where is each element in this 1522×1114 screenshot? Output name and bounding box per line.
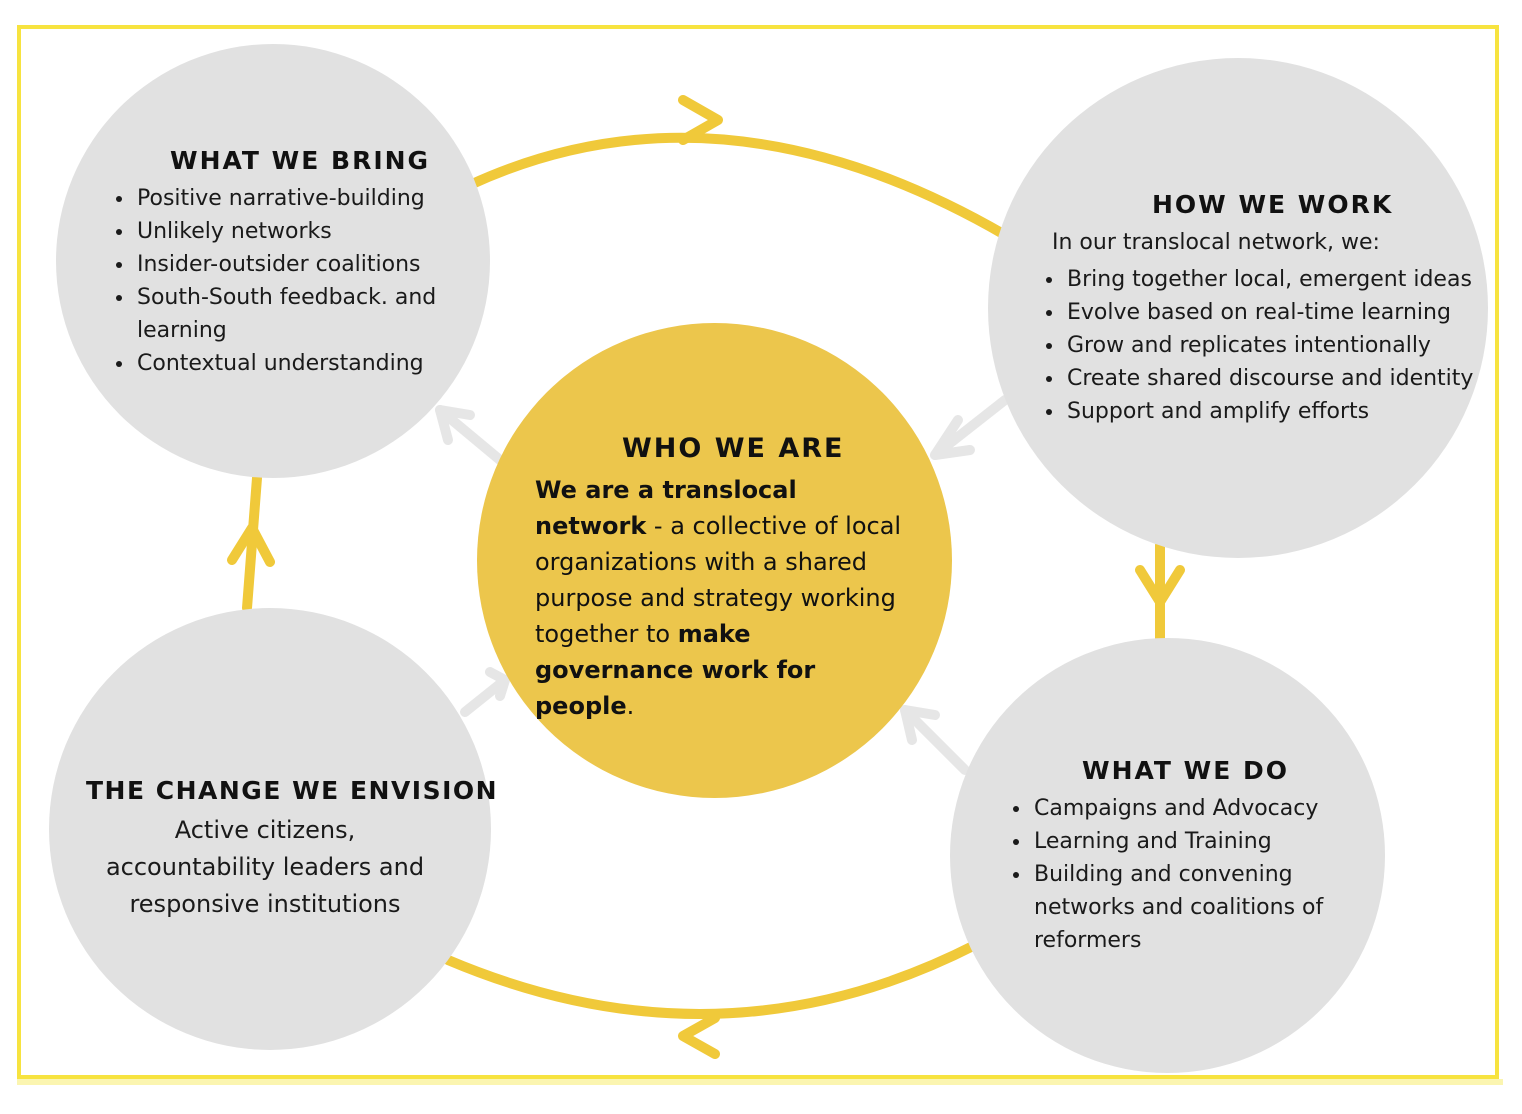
who-we-are-circle [477,323,952,798]
how-we-work-list: Bring together local, emergent ideas Evo… [1043,263,1495,428]
arrowhead-left [227,523,275,567]
what-we-do-list: Campaigns and Advocacy Learning and Trai… [1010,792,1352,957]
who-we-are-bold-end: make governance work for people [535,620,816,720]
who-we-are-bold-lead: We are a translocal network [535,476,797,540]
connector-top-left [435,405,505,465]
arrowhead-top [678,95,723,145]
what-we-do-circle [950,638,1385,1073]
list-item: Campaigns and Advocacy [1032,792,1352,825]
list-item: Learning and Training [1032,825,1352,858]
list-item: Create shared discourse and identity [1065,362,1495,395]
who-we-are-text: We are a translocal network - a collecti… [535,472,905,724]
arc-left [242,473,262,613]
how-we-work-circle [988,58,1488,558]
arrowhead-bottom [678,1013,720,1059]
list-item: Insider-outsider coalitions [135,248,465,281]
change-we-envision-title: THE CHANGE WE ENVISION [86,776,499,805]
diagram-frame [17,25,1499,1079]
arrowhead-right [1135,565,1185,607]
list-item: Grow and replicates intentionally [1065,329,1495,362]
who-we-are-end: . [626,692,635,720]
how-we-work-intro: In our translocal network, we: [1052,230,1380,255]
what-we-do-title: WHAT WE DO [1082,756,1290,785]
connector-top-right-head [930,415,975,460]
what-we-bring-title: WHAT WE BRING [170,146,431,175]
frame-shadow [17,1079,1503,1085]
who-we-are-title: WHO WE ARE [622,433,845,464]
connector-bottom-right-head [900,705,940,745]
what-we-bring-list: Positive narrative-building Unlikely net… [113,182,465,380]
connector-top-left-head [435,405,475,445]
what-we-bring-circle [56,44,490,478]
connector-bottom-right [900,705,970,775]
connector-bottom-left-head [485,667,510,701]
list-item: Support and amplify efforts [1065,395,1495,428]
list-item: Building and convening networks and coal… [1032,858,1352,957]
arc-bottom [443,940,980,1019]
list-item: Contextual understanding [135,347,465,380]
change-we-envision-circle [49,608,491,1050]
change-we-envision-text: Active citizens, accountability leaders … [105,816,425,918]
arc-top [465,132,1010,240]
list-item: South-South feedback. and learning [135,281,465,347]
how-we-work-title: HOW WE WORK [1152,190,1394,219]
list-item: Unlikely networks [135,215,465,248]
list-item: Positive narrative-building [135,182,465,215]
who-we-are-body: - a collective of local organizations wi… [535,512,902,648]
list-item: Evolve based on real-time learning [1065,296,1495,329]
list-item: Bring together local, emergent ideas [1065,263,1495,296]
